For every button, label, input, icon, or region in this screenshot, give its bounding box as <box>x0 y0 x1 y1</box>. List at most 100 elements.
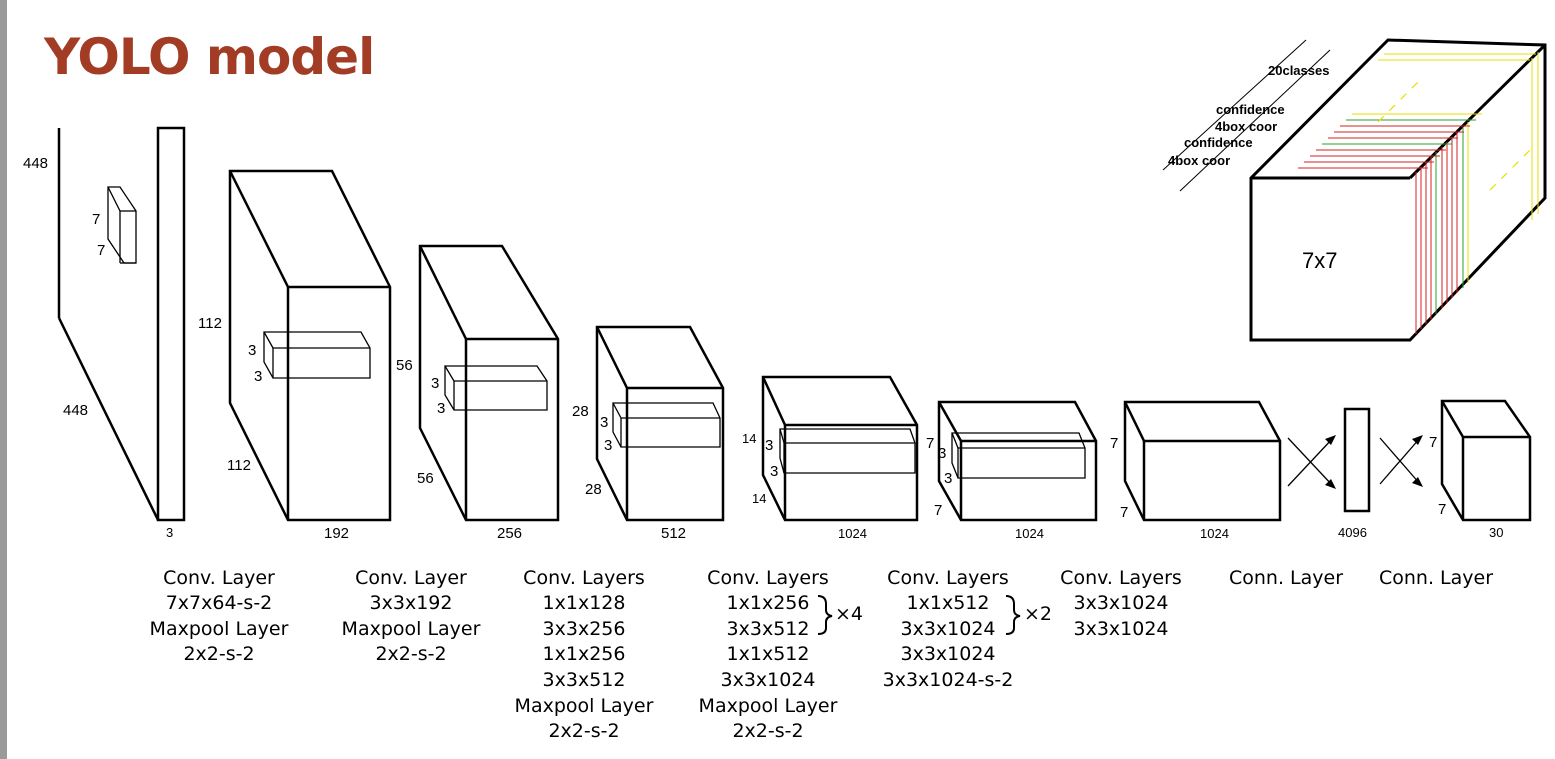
block-6-channels-label: 1024 <box>1200 526 1229 541</box>
svg-text:3x3x256: 3x3x256 <box>543 618 626 640</box>
svg-text:3x3x192: 3x3x192 <box>370 592 453 614</box>
svg-text:1x1x256: 1x1x256 <box>543 643 626 665</box>
input-kernel-box <box>107 186 137 264</box>
svg-text:Conv. Layer: Conv. Layer <box>355 567 467 589</box>
layer-group-4-brace <box>817 595 833 635</box>
svg-text:Conv. Layers: Conv. Layers <box>887 567 1009 589</box>
svg-text:3x3x512: 3x3x512 <box>543 669 626 691</box>
slide-title: YOLO model <box>44 28 375 86</box>
svg-text:1x1x512: 1x1x512 <box>907 592 990 614</box>
layer-group-4-multiplier: ×4 <box>835 603 863 625</box>
svg-text:3x3x1024: 3x3x1024 <box>720 669 815 691</box>
output-label-confidence-2: confidence <box>1184 135 1253 150</box>
input-depth-label: 448 <box>63 402 88 419</box>
input-channels-label: 3 <box>166 525 173 540</box>
block-1-kernel-h-label: 3 <box>248 342 256 359</box>
svg-text:Conv. Layers: Conv. Layers <box>707 567 829 589</box>
svg-text:Maxpool Layer: Maxpool Layer <box>699 695 838 717</box>
layer-group-8: Conn. Layer <box>1379 567 1493 589</box>
output-label-box-2: 4box coor <box>1168 153 1230 168</box>
final-block <box>1440 399 1532 522</box>
block-1 <box>228 169 392 522</box>
block-1-kernel <box>263 331 371 379</box>
block-2-kernel <box>444 365 548 411</box>
block-5-side-label: 7 <box>926 435 934 452</box>
svg-text:7x7x64-s-2: 7x7x64-s-2 <box>166 592 273 614</box>
block-2-channels-label: 256 <box>497 525 522 542</box>
final-channels-label: 30 <box>1489 525 1503 540</box>
svg-text:3x3x512: 3x3x512 <box>727 618 810 640</box>
block-4-kernel-h-label: 3 <box>765 437 773 454</box>
svg-text:Conn. Layer: Conn. Layer <box>1379 567 1493 589</box>
block-2 <box>418 244 560 522</box>
block-4-kernel-w-label: 3 <box>770 463 778 480</box>
svg-text:3x3x1024: 3x3x1024 <box>1073 592 1168 614</box>
block-4-channels-label: 1024 <box>838 526 867 541</box>
output-labels: 20classes confidence 4box coor confidenc… <box>1168 63 1337 273</box>
input-kernel-w-label: 7 <box>97 242 105 259</box>
svg-text:2x2-s-2: 2x2-s-2 <box>183 643 254 665</box>
output-tensor <box>1162 38 1547 342</box>
fc-arrows-1 <box>1287 437 1334 487</box>
final-depth-label: 7 <box>1438 501 1446 518</box>
block-5-kernel <box>951 432 1086 479</box>
block-6 <box>1123 400 1282 522</box>
block-2-kernel-w-label: 3 <box>437 400 445 417</box>
svg-text:Conn. Layer: Conn. Layer <box>1229 567 1343 589</box>
block-3-kernel-w-label: 3 <box>604 437 612 454</box>
input-side-label: 448 <box>23 155 48 172</box>
layer-group-3: Conv. Layers 1x1x128 3x3x256 1x1x256 3x3… <box>515 567 654 742</box>
final-side-label: 7 <box>1429 434 1437 451</box>
output-label-box-1: 4box coor <box>1215 119 1277 134</box>
svg-text:1x1x128: 1x1x128 <box>543 592 626 614</box>
block-6-side-label: 7 <box>1110 435 1118 452</box>
layer-group-5-brace <box>1005 595 1021 635</box>
svg-text:Conv. Layers: Conv. Layers <box>1060 567 1182 589</box>
svg-text:3x3x1024: 3x3x1024 <box>900 643 995 665</box>
block-5-channels-label: 1024 <box>1015 526 1044 541</box>
block-5 <box>937 400 1098 522</box>
layer-group-4: Conv. Layers 1x1x256 3x3x512 1x1x512 3x3… <box>699 567 863 742</box>
layer-group-1: Conv. Layer 7x7x64-s-2 Maxpool Layer 2x2… <box>150 567 289 665</box>
fc-channels-label: 4096 <box>1338 525 1367 540</box>
block-1-depth-label: 112 <box>227 457 251 474</box>
layer-group-6: Conv. Layers 3x3x1024 3x3x1024 <box>1060 567 1182 640</box>
layer-group-5-multiplier: ×2 <box>1024 603 1052 625</box>
block-6-depth-label: 7 <box>1120 504 1128 521</box>
dimension-labels: 448 448 3 7 7 112 112 192 3 3 56 56 256 … <box>23 155 1503 542</box>
output-grid-label: 7x7 <box>1302 248 1337 273</box>
block-5-depth-label: 7 <box>934 502 942 519</box>
output-label-classes: 20classes <box>1268 63 1329 78</box>
svg-text:Conv. Layers: Conv. Layers <box>523 567 645 589</box>
svg-text:2x2-s-2: 2x2-s-2 <box>548 720 619 742</box>
block-4-side-label: 14 <box>742 431 756 446</box>
block-3 <box>595 325 725 522</box>
output-label-confidence-1: confidence <box>1216 102 1285 117</box>
block-5-kernel-h-label: 3 <box>938 445 946 462</box>
fc-arrows-2 <box>1379 437 1421 485</box>
block-2-depth-label: 56 <box>417 470 434 487</box>
svg-text:Conv. Layer: Conv. Layer <box>163 567 275 589</box>
fc-4096-vector <box>1343 407 1371 513</box>
block-3-side-label: 28 <box>572 403 589 420</box>
block-1-kernel-w-label: 3 <box>254 368 262 385</box>
svg-text:3x3x1024: 3x3x1024 <box>1073 618 1168 640</box>
svg-text:2x2-s-2: 2x2-s-2 <box>732 720 803 742</box>
block-2-kernel-h-label: 3 <box>431 375 439 392</box>
block-1-side-label: 112 <box>198 315 222 332</box>
svg-text:Maxpool Layer: Maxpool Layer <box>515 695 654 717</box>
svg-text:1x1x256: 1x1x256 <box>727 592 810 614</box>
svg-text:3x3x1024-s-2: 3x3x1024-s-2 <box>883 669 1014 691</box>
svg-text:2x2-s-2: 2x2-s-2 <box>375 643 446 665</box>
block-3-depth-label: 28 <box>585 481 602 498</box>
svg-text:1x1x512: 1x1x512 <box>727 643 810 665</box>
input-kernel-h-label: 7 <box>92 211 100 228</box>
slide-left-border <box>0 0 7 759</box>
block-4 <box>761 375 919 522</box>
svg-text:Maxpool Layer: Maxpool Layer <box>150 618 289 640</box>
layer-group-7: Conn. Layer <box>1229 567 1343 589</box>
svg-text:Maxpool Layer: Maxpool Layer <box>342 618 481 640</box>
block-3-kernel-h-label: 3 <box>600 414 608 431</box>
block-2-side-label: 56 <box>396 357 413 374</box>
